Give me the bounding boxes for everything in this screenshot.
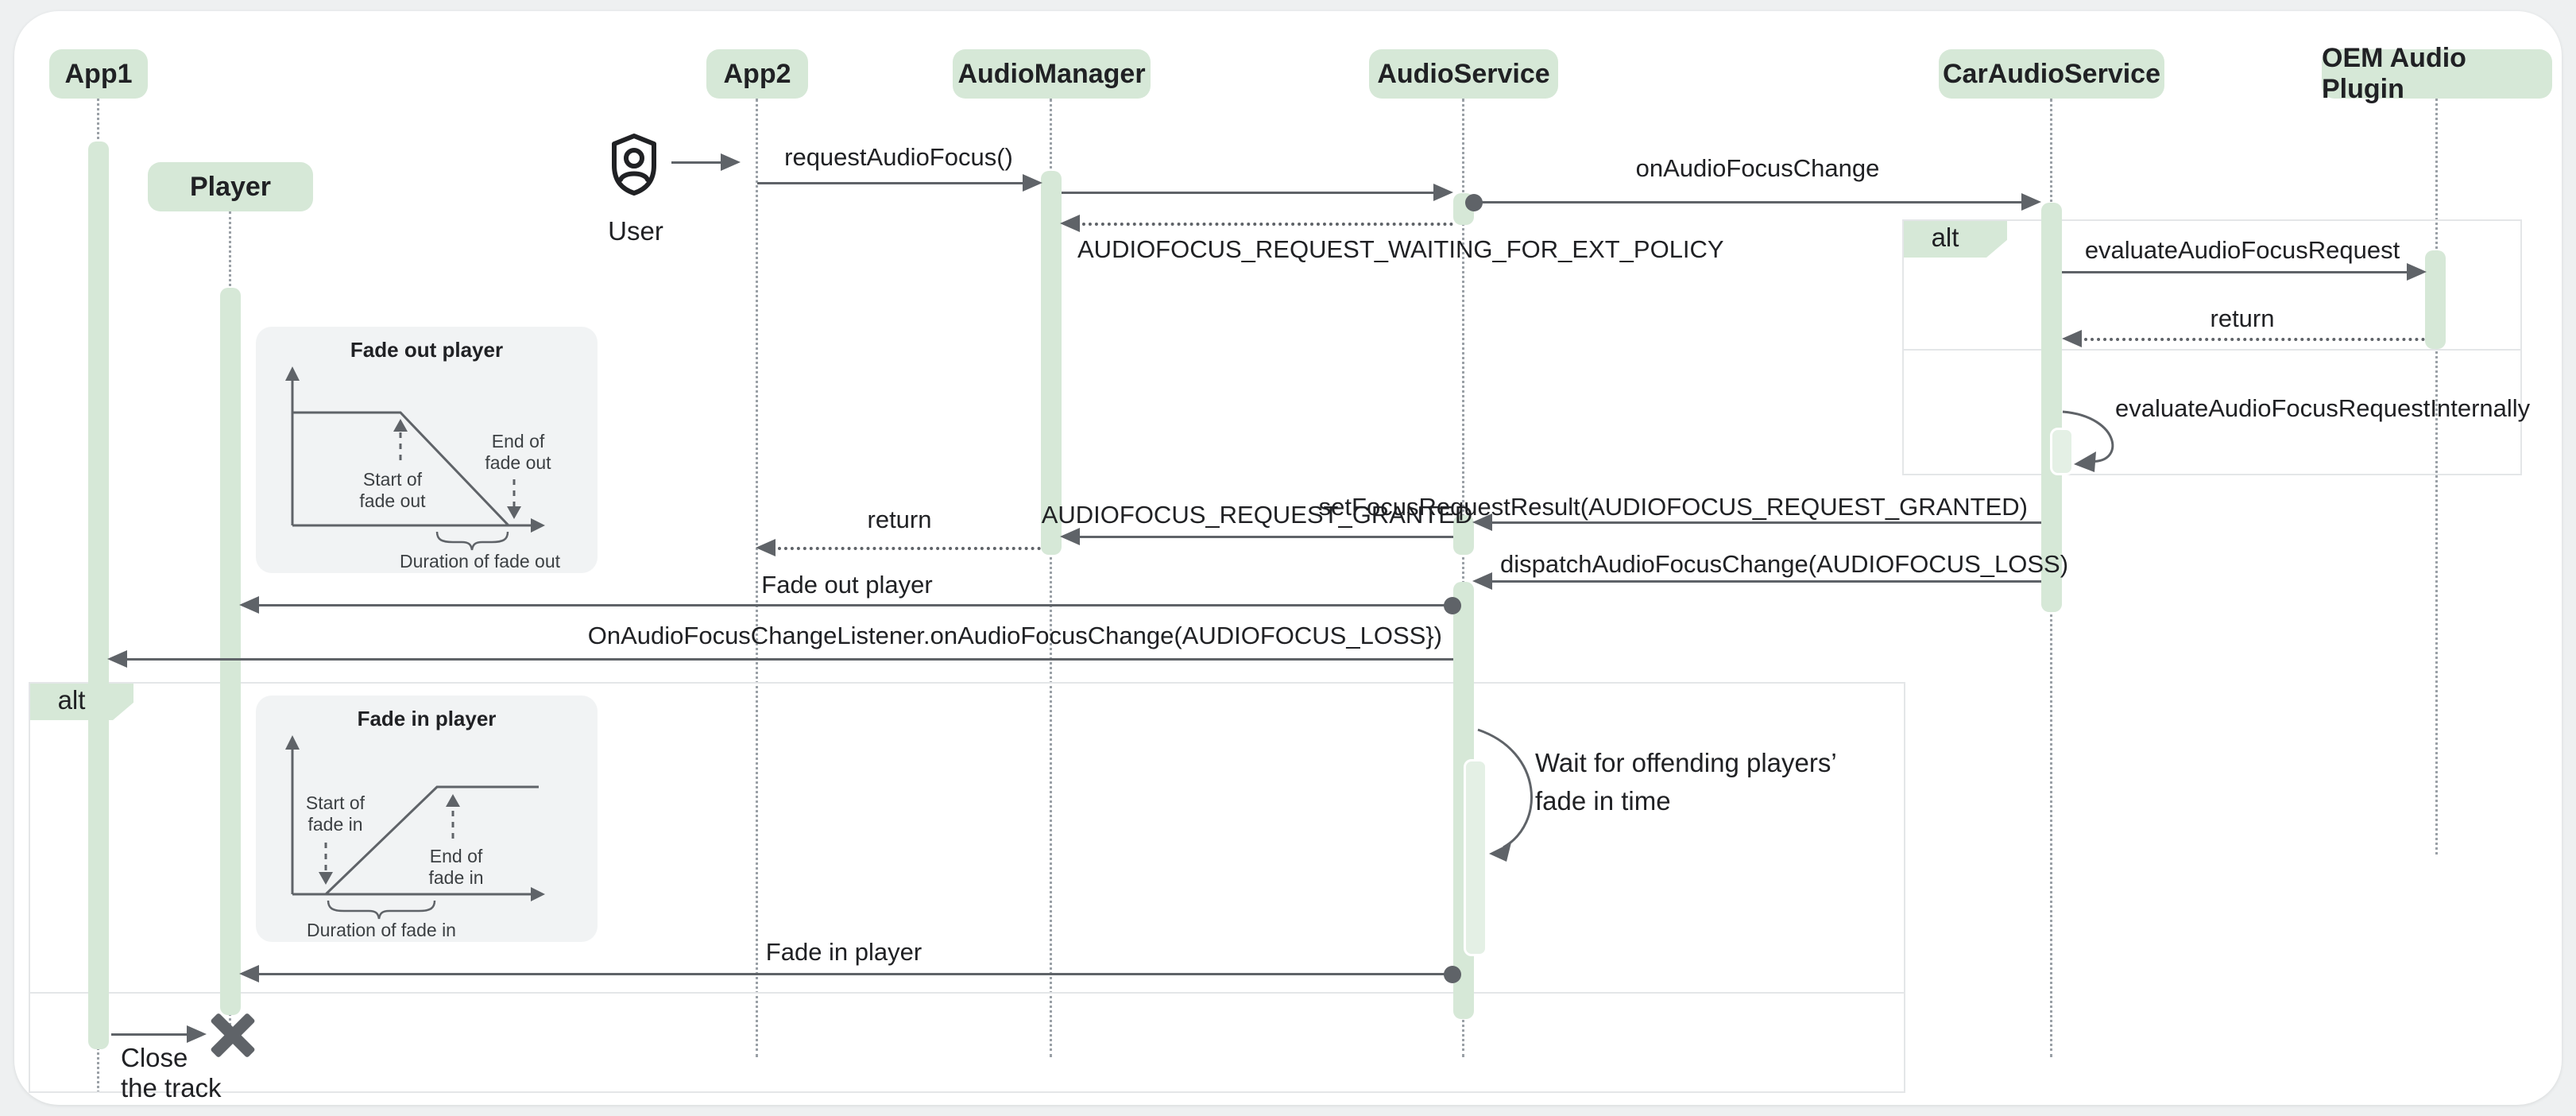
alt-fragment-fade-label: alt	[30, 684, 133, 720]
message-origin-dot	[1465, 194, 1483, 211]
lifeline-audioservice	[1462, 99, 1464, 1057]
wait-note-line2: fade in time	[1535, 786, 1671, 816]
duration-fade-in-label: Duration of fade in	[307, 920, 456, 940]
fade-in-title: Fade in player	[358, 707, 497, 730]
end-fade-out-line1: End of	[492, 431, 545, 451]
activation-audiomanager	[1041, 171, 1062, 555]
fade-out-inset: Fade out player Start of fade out End of…	[256, 327, 598, 573]
participant-app1: App1	[49, 49, 148, 99]
fade-in-inset: Fade in player Start of fade in End of f…	[256, 696, 598, 942]
activation-audioservice-nested	[1464, 759, 1487, 956]
activation-app1	[88, 141, 109, 1049]
message-origin-dot	[1444, 597, 1461, 614]
activation-player	[220, 288, 241, 1015]
user-shield-icon	[612, 134, 656, 196]
x-axis-arrow-icon	[531, 887, 545, 901]
alt-fragment-divider	[1902, 349, 2522, 351]
fade-in-chart: Fade in player Start of fade in End of f…	[285, 707, 545, 940]
alt-fragment-label: alt	[1904, 221, 2007, 258]
wait-note-line1: Wait for offending players’	[1535, 748, 1837, 777]
participant-audioservice: AudioService	[1369, 49, 1558, 99]
participant-caraudioservice: CarAudioService	[1939, 49, 2164, 99]
start-fade-in-line1: Start of	[306, 792, 366, 813]
actor-label: User	[608, 216, 663, 246]
duration-brace	[327, 900, 436, 920]
participant-oem-audio-plugin: OEM Audio Plugin	[2322, 43, 2552, 104]
duration-brace	[435, 531, 509, 551]
activation-oem	[2425, 250, 2446, 349]
message-origin-dot	[1444, 966, 1461, 983]
wait-self-arrow	[1477, 728, 1533, 862]
end-fade-out-arrow-icon	[507, 506, 521, 519]
destroy-x-icon	[208, 1010, 257, 1060]
fade-out-title: Fade out player	[350, 338, 503, 362]
start-fade-in-line2: fade in	[307, 814, 362, 835]
participant-app2: App2	[706, 49, 808, 99]
start-fade-out-line2: fade out	[359, 490, 426, 511]
label-request-audio-focus: requestAudioFocus()	[784, 143, 1013, 171]
label-dispatch-focus-change: dispatchAudioFocusChange(AUDIOFOCUS_LOSS…	[1500, 550, 2069, 578]
duration-fade-out-label: Duration of fade out	[400, 551, 561, 572]
label-on-audio-focus-change: onAudioFocusChange	[1635, 154, 1880, 182]
label-return-to-app2: return	[867, 506, 932, 533]
end-fade-in-line1: End of	[430, 846, 483, 866]
label-request-granted: AUDIOFOCUS_REQUEST_GRANTED	[1041, 501, 1473, 529]
start-fade-out-line1: Start of	[363, 469, 423, 490]
alt-fragment-fade	[29, 682, 1905, 1093]
activation-caraudioservice-nested	[2050, 428, 2074, 475]
label-listener-on-change: OnAudioFocusChangeListener.onAudioFocusC…	[587, 622, 1442, 649]
end-fade-in-arrow-icon	[446, 794, 460, 807]
activation-caraudioservice	[2041, 203, 2062, 612]
lifeline-app2	[756, 99, 758, 1057]
y-axis-arrow-icon	[285, 366, 300, 381]
self-call-arrow-evaluate-internally	[2062, 410, 2114, 472]
label-return-evaluate: return	[2210, 304, 2275, 332]
fade-out-chart: Fade out player Start of fade out End of…	[285, 338, 561, 572]
label-evaluate-internally: evaluateAudioFocusRequestInternally	[2115, 394, 2531, 422]
label-fade-out-player: Fade out player	[761, 571, 933, 599]
x-axis-arrow-icon	[531, 518, 545, 533]
label-fade-in-player: Fade in player	[765, 938, 922, 966]
participant-player: Player	[148, 162, 313, 211]
close-note-line2: the track	[121, 1073, 222, 1102]
end-fade-out-line2: fade out	[485, 452, 551, 473]
start-fade-in-arrow-icon	[319, 872, 333, 885]
label-set-focus-request-result: setFocusRequestResult(AUDIOFOCUS_REQUEST…	[1318, 493, 2028, 521]
close-note-line1: Close	[121, 1043, 188, 1072]
label-evaluate-audio-focus-request: evaluateAudioFocusRequest	[2084, 236, 2400, 264]
lifeline-oem-audio-plugin	[2435, 99, 2438, 854]
start-fade-out-arrow-icon	[393, 419, 408, 432]
lifeline-audiomanager	[1050, 99, 1052, 1057]
alt-fragment-focus-evaluation	[1902, 219, 2522, 475]
y-axis-arrow-icon	[285, 735, 300, 750]
activation-audioservice-2	[1453, 515, 1474, 555]
participant-audiomanager: AudioManager	[953, 49, 1151, 99]
label-waiting-for-ext-policy: AUDIOFOCUS_REQUEST_WAITING_FOR_EXT_POLIC…	[1077, 235, 1724, 263]
end-fade-in-line2: fade in	[428, 867, 483, 888]
alt-fragment-fade-divider	[29, 992, 1905, 994]
